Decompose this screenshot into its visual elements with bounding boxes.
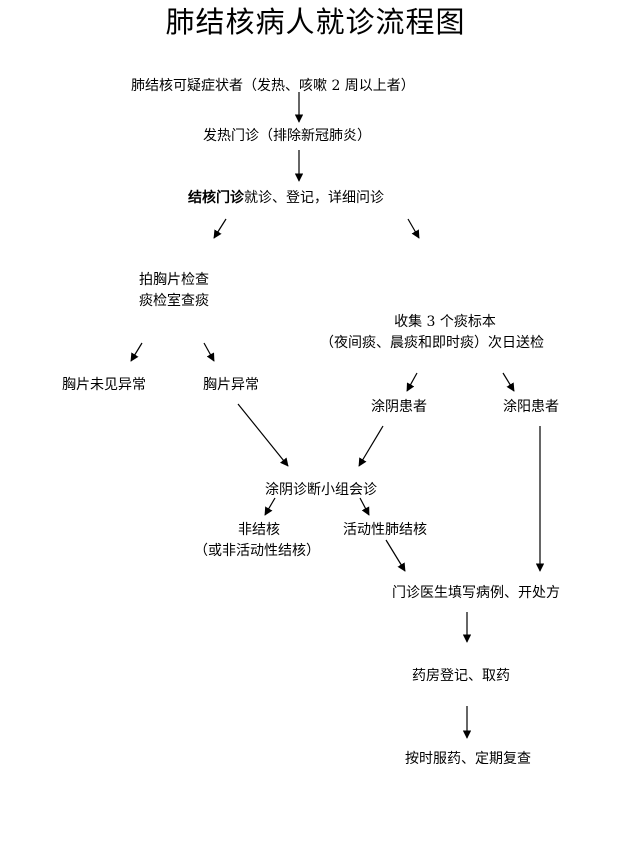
node-suspected-symptoms: 肺结核可疑症状者（发热、咳嗽 2 周以上者）: [131, 78, 415, 94]
arrow-tb-clinic-to-sputum: [407, 218, 420, 239]
node-pharmacy: 药房登记、取药: [412, 668, 510, 684]
arrow-abnormal-to-consultation: [237, 403, 289, 467]
node-doctor-record: 门诊医生填写病例、开处方: [392, 585, 560, 601]
diagram-title: 肺结核病人就诊流程图: [165, 5, 466, 39]
arrow-active-tb-to-doctor: [385, 539, 406, 572]
node-smear-positive: 涂阳患者: [503, 399, 559, 415]
node-smear-negative-consultation: 涂阴诊断小组会诊: [265, 482, 377, 498]
node-xray-exam: 拍胸片检查: [139, 272, 209, 288]
node-tb-clinic-text: 就诊、登记，详细问诊: [244, 190, 384, 206]
node-xray-abnormal: 胸片异常: [203, 377, 259, 393]
node-smear-negative: 涂阴患者: [371, 399, 427, 415]
node-xray-normal: 胸片未见异常: [62, 377, 146, 393]
node-fever-clinic: 发热门诊（排除新冠肺炎）: [203, 128, 371, 144]
node-tb-clinic-emphasis: 结核门诊: [188, 190, 244, 206]
node-follow-up: 按时服药、定期复查: [405, 751, 531, 767]
node-sputum-lab: 痰检室查痰: [139, 293, 209, 309]
node-tb-clinic: 结核门诊就诊、登记，详细问诊: [188, 189, 384, 207]
arrow-tb-clinic-to-xray: [213, 218, 227, 239]
arrow-xray-to-normal: [130, 342, 143, 362]
arrow-sputum-to-positive: [502, 372, 515, 392]
node-sputum-types: （夜间痰、晨痰和即时痰）次日送检: [320, 335, 544, 351]
node-non-active-tb: （或非活动性结核）: [194, 543, 320, 559]
arrow-negative-to-consultation: [358, 425, 384, 467]
arrow-consultation-to-active-tb: [359, 497, 370, 516]
node-collect-sputum: 收集 3 个痰标本: [394, 314, 496, 330]
arrow-sputum-to-negative: [406, 372, 418, 392]
node-non-tb: 非结核: [238, 522, 280, 538]
arrow-xray-to-abnormal: [203, 342, 215, 362]
arrow-consultation-to-non-tb: [264, 497, 276, 516]
node-active-tb: 活动性肺结核: [343, 522, 427, 538]
